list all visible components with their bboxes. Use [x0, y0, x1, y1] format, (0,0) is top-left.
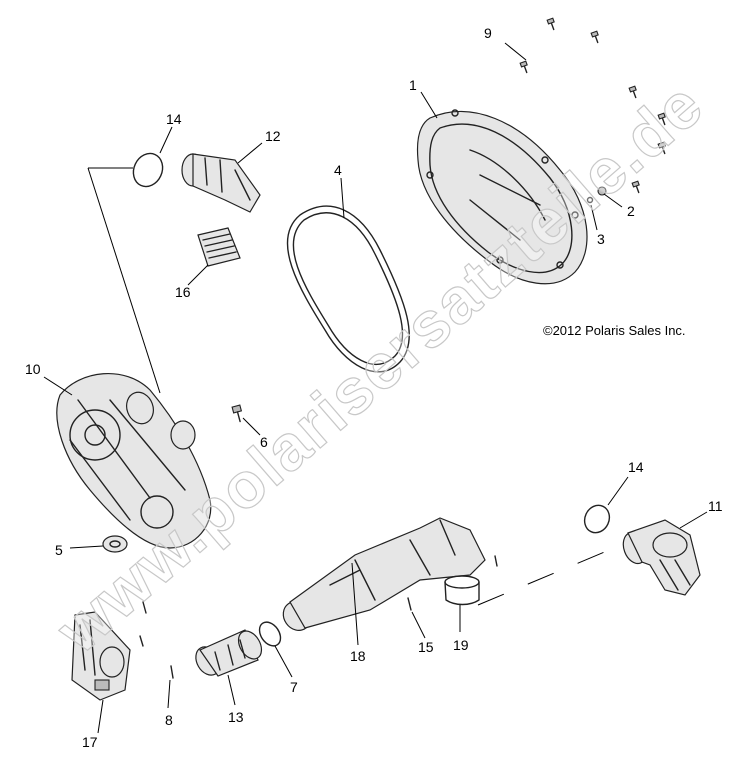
intake-hose	[195, 629, 263, 677]
callout-1: 1	[409, 77, 417, 93]
callouts: 1 2 3 4 5 6 7 8 9 10 11 12 13 14 14 15 1…	[25, 25, 723, 750]
callout-12: 12	[265, 128, 281, 144]
hose-clamp-upper	[132, 152, 164, 188]
callout-14-lower: 14	[628, 459, 644, 475]
long-air-duct	[282, 517, 486, 631]
callout-17: 17	[82, 734, 98, 750]
plug	[597, 186, 607, 196]
callout-6: 6	[260, 434, 268, 450]
cover-screws	[519, 17, 666, 194]
o-ring	[586, 196, 594, 204]
callout-4: 4	[334, 162, 342, 178]
elbow-hose	[622, 519, 701, 596]
callout-8: 8	[165, 712, 173, 728]
screw-6	[231, 404, 243, 423]
alignment-line	[477, 537, 639, 606]
callout-14-upper: 14	[166, 111, 182, 127]
callout-3: 3	[597, 231, 605, 247]
copyright-notice: ©2012 Polaris Sales Inc.	[543, 323, 686, 338]
callout-11: 11	[708, 498, 723, 514]
intake-duct	[181, 153, 261, 213]
hose-clamp-lower	[583, 504, 611, 534]
callout-19: 19	[453, 637, 469, 653]
screws-8	[139, 601, 174, 679]
outer-clutch-cover	[416, 109, 588, 285]
screw-small	[494, 555, 498, 567]
seal-washer	[102, 535, 128, 553]
callout-18: 18	[350, 648, 366, 664]
callout-5: 5	[55, 542, 63, 558]
callout-2: 2	[627, 203, 635, 219]
callout-16: 16	[175, 284, 191, 300]
callout-10: 10	[25, 361, 41, 377]
hose-clamp-7	[258, 621, 282, 647]
callout-9: 9	[484, 25, 492, 41]
screw-15	[407, 597, 412, 611]
inner-clutch-cover	[56, 372, 212, 549]
callout-13: 13	[228, 709, 244, 725]
leader-lines	[43, 42, 708, 734]
callout-7: 7	[290, 679, 298, 695]
intake-screen	[197, 227, 241, 267]
callout-15: 15	[418, 639, 434, 655]
duct-band	[444, 575, 480, 606]
drive-belt	[286, 205, 410, 373]
mount-bracket	[71, 611, 131, 701]
